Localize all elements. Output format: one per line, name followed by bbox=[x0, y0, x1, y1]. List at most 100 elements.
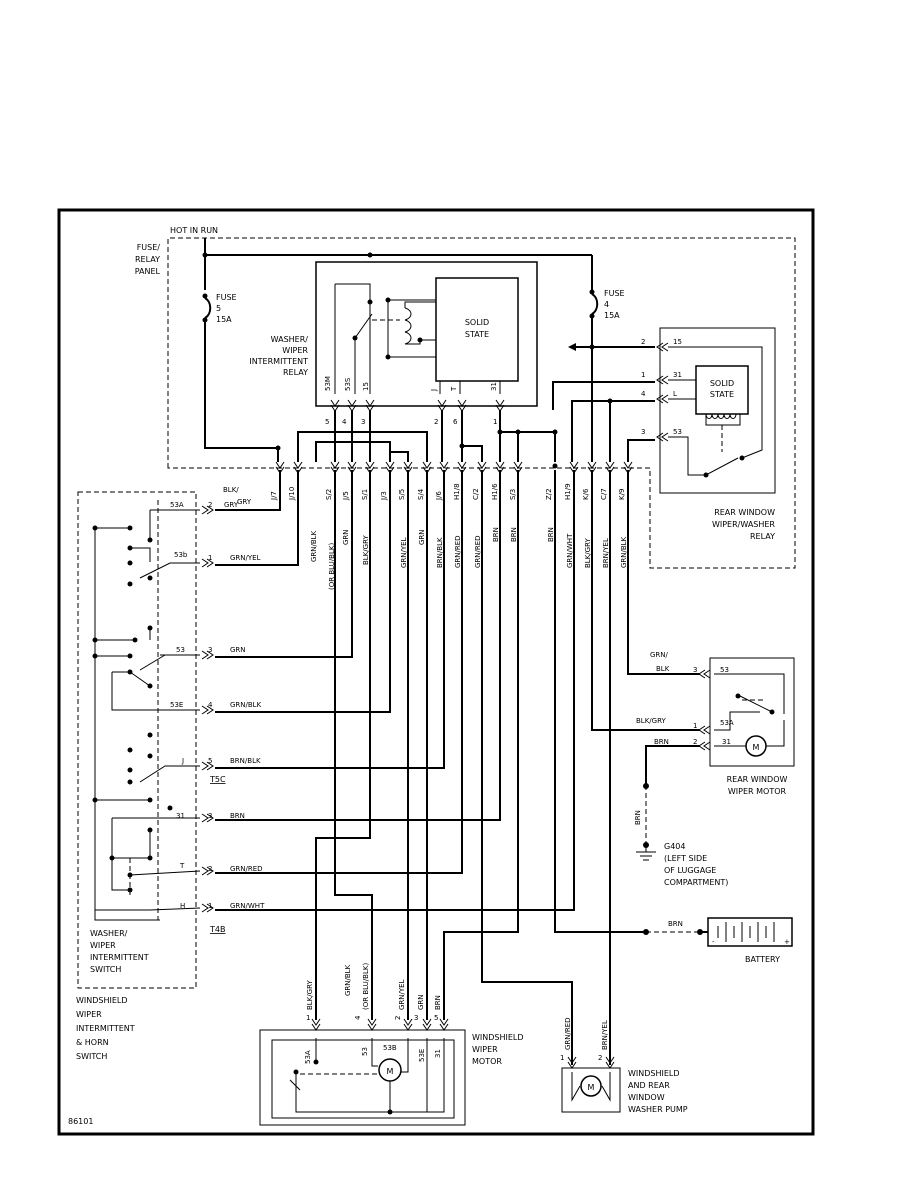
svg-text:3: 3 bbox=[414, 1014, 418, 1022]
svg-text:3: 3 bbox=[208, 812, 212, 820]
svg-text:15: 15 bbox=[673, 338, 682, 346]
intermittent-switch-boundary bbox=[77, 491, 197, 989]
svg-text:2: 2 bbox=[394, 1016, 402, 1020]
figure-id: 86101 bbox=[68, 1117, 93, 1126]
svg-text:2: 2 bbox=[693, 738, 697, 746]
blk-gry-top-label: BLK/GRY bbox=[223, 486, 252, 506]
svg-text:BLK/GRY: BLK/GRY bbox=[362, 535, 370, 565]
svg-text:GRN/WHT: GRN/WHT bbox=[566, 533, 574, 568]
svg-text:M: M bbox=[753, 743, 760, 752]
svg-text:C/7: C/7 bbox=[600, 488, 608, 500]
svg-text:3: 3 bbox=[693, 666, 697, 674]
svg-text:31: 31 bbox=[176, 812, 185, 820]
svg-text:53: 53 bbox=[720, 666, 729, 674]
svg-text:BLK/GRY: BLK/GRY bbox=[636, 717, 666, 725]
svg-text:S/3: S/3 bbox=[509, 489, 517, 500]
svg-text:BRN: BRN bbox=[492, 527, 500, 542]
svg-text:GRN/YEL: GRN/YEL bbox=[400, 537, 408, 568]
svg-text:31: 31 bbox=[434, 1049, 442, 1058]
svg-text:BLK/GRY: BLK/GRY bbox=[306, 980, 314, 1010]
svg-text:GRN/BLK: GRN/BLK bbox=[620, 536, 628, 568]
svg-text:53A: 53A bbox=[720, 719, 734, 727]
svg-text:1: 1 bbox=[306, 1014, 310, 1022]
fuse-relay-panel-boundary bbox=[167, 237, 796, 569]
svg-text:S/4: S/4 bbox=[417, 488, 425, 500]
svg-text:GRN/YEL: GRN/YEL bbox=[398, 979, 406, 1010]
svg-text:1: 1 bbox=[560, 1054, 564, 1062]
diagram-frame bbox=[57, 208, 815, 1136]
svg-text:GRN: GRN bbox=[418, 529, 426, 545]
rear-wiper-relay-box bbox=[659, 327, 776, 494]
svg-text:GRN/: GRN/ bbox=[650, 651, 669, 659]
svg-text:BRN: BRN bbox=[654, 738, 669, 746]
rear-wiper-motor-box bbox=[709, 657, 795, 767]
svg-text:H: H bbox=[180, 902, 185, 910]
svg-text:BRN: BRN bbox=[668, 920, 683, 928]
svg-text:H1/9: H1/9 bbox=[564, 483, 572, 500]
svg-text:(OR BLU/BLK): (OR BLU/BLK) bbox=[328, 543, 336, 590]
svg-text:BRN: BRN bbox=[510, 527, 518, 542]
svg-text:BRN: BRN bbox=[230, 812, 245, 820]
relay-pin-T: T bbox=[450, 386, 458, 392]
svg-text:L: L bbox=[673, 390, 677, 398]
svg-text:BRN/BLK: BRN/BLK bbox=[436, 537, 444, 568]
svg-text:S/2: S/2 bbox=[325, 489, 333, 500]
svg-text:GRN/YEL: GRN/YEL bbox=[230, 554, 261, 562]
svg-text:+: + bbox=[784, 938, 790, 946]
svg-text:53: 53 bbox=[176, 646, 185, 654]
svg-text:GRN/BLK: GRN/BLK bbox=[310, 530, 318, 562]
svg-text:GRY: GRY bbox=[224, 501, 239, 509]
svg-text:2: 2 bbox=[641, 338, 645, 346]
switch-terminal-rows: 53A 53b 53 53E J 31 T H 2 1 3 4 5 3 2 1 … bbox=[170, 501, 265, 913]
svg-text:GRN/BLK: GRN/BLK bbox=[344, 964, 352, 996]
svg-text:1: 1 bbox=[641, 371, 645, 379]
svg-text:H1/6: H1/6 bbox=[491, 483, 499, 500]
ground-symbol bbox=[636, 845, 656, 861]
switch-internals bbox=[92, 509, 201, 921]
connector-labels: J/7 J/10 S/2 J/5 S/1 J/3 S/5 S/4 J/6 H1/… bbox=[270, 483, 626, 501]
svg-text:5: 5 bbox=[325, 418, 329, 426]
svg-text:GRN: GRN bbox=[230, 646, 246, 654]
svg-text:1: 1 bbox=[208, 554, 212, 562]
svg-text:31: 31 bbox=[673, 371, 682, 379]
svg-text:M: M bbox=[387, 1067, 394, 1076]
ws-motor-wire-labels: BLK/GRY GRN/BLK (OR BLU/BLK) GRN/YEL GRN… bbox=[306, 963, 442, 1010]
svg-text:53b: 53b bbox=[174, 551, 188, 559]
svg-text:GRN/RED: GRN/RED bbox=[454, 535, 462, 568]
svg-text:53A: 53A bbox=[170, 501, 184, 509]
battery-symbol: - + bbox=[707, 917, 793, 947]
svg-text:4: 4 bbox=[342, 418, 347, 426]
solid-state-module bbox=[435, 277, 519, 382]
washer-pump-box bbox=[561, 1067, 621, 1113]
svg-text:BLK/GRY: BLK/GRY bbox=[584, 538, 592, 568]
hot-in-run-label: HOT IN RUN bbox=[170, 226, 218, 235]
svg-text:GRN/RED: GRN/RED bbox=[564, 1017, 572, 1050]
svg-text:J/3: J/3 bbox=[380, 491, 388, 501]
svg-text:GRN/RED: GRN/RED bbox=[474, 535, 482, 568]
svg-text:J/6: J/6 bbox=[435, 491, 443, 501]
svg-text:3: 3 bbox=[641, 428, 645, 436]
svg-text:3: 3 bbox=[208, 646, 212, 654]
svg-text:K/9: K/9 bbox=[618, 489, 626, 500]
svg-text:BRN: BRN bbox=[434, 995, 442, 1010]
svg-text:(OR BLU/BLK): (OR BLU/BLK) bbox=[362, 963, 370, 1010]
svg-text:Z/2: Z/2 bbox=[545, 488, 553, 500]
svg-text:3: 3 bbox=[361, 418, 365, 426]
relay-pin-J: J bbox=[430, 389, 438, 392]
svg-text:J/5: J/5 bbox=[342, 491, 350, 501]
svg-text:GRN: GRN bbox=[342, 529, 350, 545]
svg-text:H1/8: H1/8 bbox=[453, 483, 461, 500]
svg-text:BRN: BRN bbox=[634, 810, 642, 825]
